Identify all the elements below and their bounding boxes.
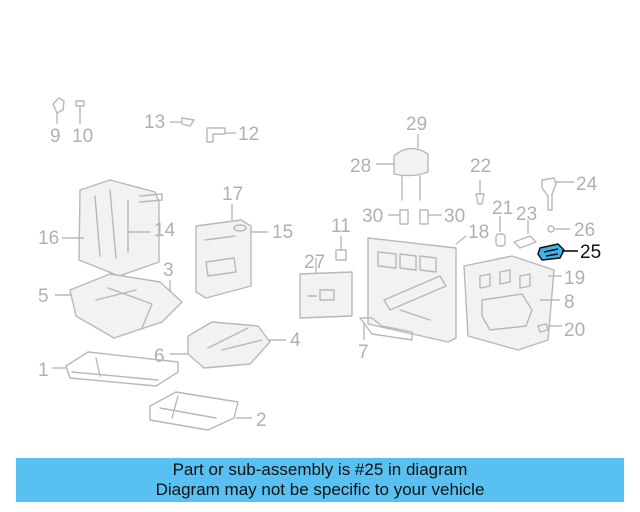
callout-26: 26 xyxy=(574,220,595,241)
callout-25: 25 xyxy=(580,242,601,263)
callout-14: 14 xyxy=(154,220,176,241)
part-25-highlighted xyxy=(537,243,578,261)
callout-7: 7 xyxy=(358,342,369,363)
parts-diagram: 9 10 13 12 16 14 17 15 3 5 xyxy=(38,97,601,431)
part-15-seat-back-panel xyxy=(195,204,268,299)
callout-22: 22 xyxy=(470,156,491,177)
part-1-seat-frame xyxy=(52,351,179,387)
banner-line-2: Diagram may not be specific to your vehi… xyxy=(155,480,485,499)
callout-24: 24 xyxy=(576,174,598,195)
callout-27: 27 xyxy=(304,252,325,273)
part-27-bracket-plate xyxy=(299,258,353,319)
part-10-pin xyxy=(75,100,85,124)
callout-21: 21 xyxy=(492,198,513,219)
callout-30-right: 30 xyxy=(444,206,465,227)
callout-5: 5 xyxy=(38,286,49,307)
info-banner: Part or sub-assembly is #25 in diagram D… xyxy=(16,458,624,502)
part-23-trim xyxy=(513,220,537,249)
callout-2: 2 xyxy=(256,410,267,431)
callout-3: 3 xyxy=(163,260,174,281)
part-13-bracket xyxy=(170,117,195,127)
callout-4: 4 xyxy=(290,330,301,351)
part-14-seat-back xyxy=(78,179,163,277)
part-30-headrest-guide xyxy=(388,209,442,225)
callout-17: 17 xyxy=(222,184,243,205)
callout-12: 12 xyxy=(238,124,259,145)
part-12-hook xyxy=(206,127,236,143)
part-3-seat-cushion xyxy=(55,273,183,339)
callout-6: 6 xyxy=(154,346,165,367)
part-11-bushing xyxy=(335,236,347,261)
callout-10: 10 xyxy=(72,126,93,147)
part-19-seat-back-cover xyxy=(463,255,562,351)
part-24-latch-handle xyxy=(541,177,574,211)
callout-16: 16 xyxy=(38,228,59,249)
callout-28: 28 xyxy=(350,156,371,177)
part-20-screw xyxy=(537,323,562,333)
callout-30-left: 30 xyxy=(362,206,383,227)
callout-11: 11 xyxy=(331,216,351,237)
callout-13: 13 xyxy=(144,112,165,133)
callout-1: 1 xyxy=(38,360,49,381)
part-18-seat-back-frame xyxy=(359,235,467,343)
callout-29: 29 xyxy=(406,114,427,135)
part-9-clip xyxy=(52,97,65,124)
callout-19: 19 xyxy=(564,268,585,289)
part-4-cushion xyxy=(170,321,286,369)
callout-23: 23 xyxy=(516,204,537,225)
part-22-clip xyxy=(475,180,485,205)
callout-18: 18 xyxy=(468,222,489,243)
callout-20: 20 xyxy=(564,320,585,341)
part-26-screw xyxy=(547,225,570,233)
callout-15: 15 xyxy=(272,222,293,243)
part-2-seat-frame xyxy=(149,391,252,431)
part-21-button xyxy=(495,216,506,247)
part-28-headrest xyxy=(376,134,429,201)
callout-8: 8 xyxy=(564,292,575,313)
banner-line-1: Part or sub-assembly is #25 in diagram xyxy=(172,460,468,479)
callout-9: 9 xyxy=(50,126,61,147)
